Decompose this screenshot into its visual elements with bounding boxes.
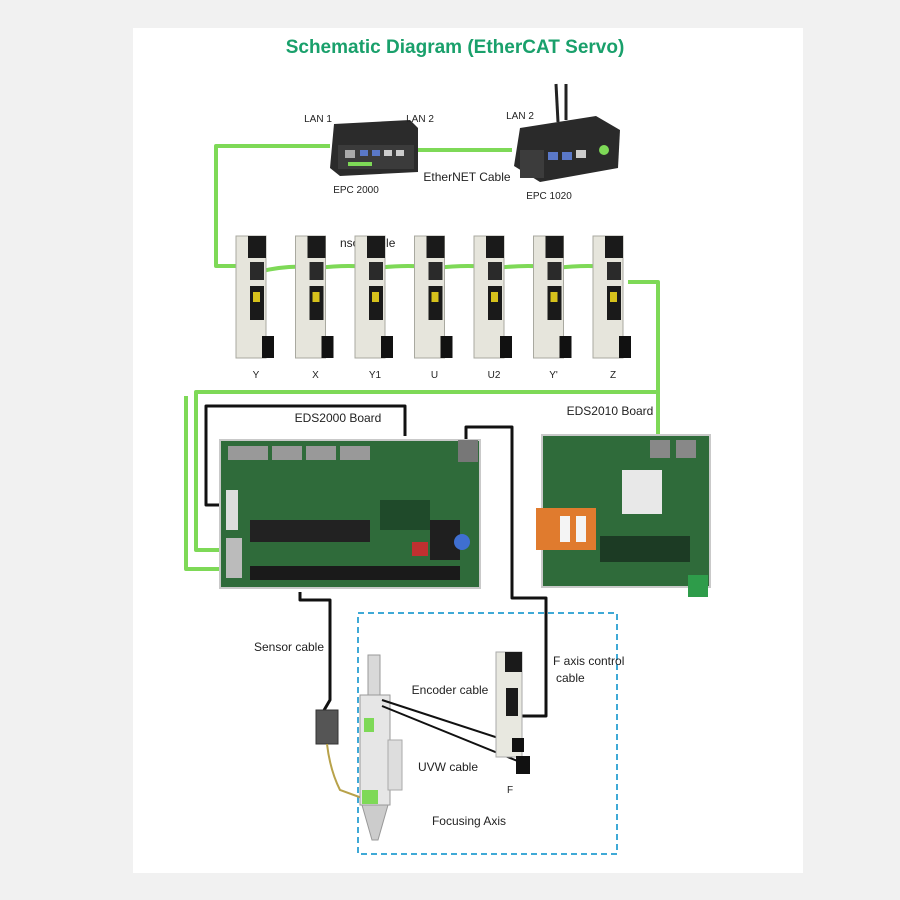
servo-drive: Y bbox=[235, 235, 274, 381]
epc2000-controller bbox=[330, 120, 418, 176]
servo-drive-label: X bbox=[312, 370, 319, 381]
servo-drive-row: Y X Y1 U U2 Y' Z bbox=[235, 235, 631, 381]
f-axis-control-cable bbox=[464, 425, 548, 718]
servo-drive: Z bbox=[592, 235, 631, 381]
diagram-title: Schematic Diagram (EtherCAT Servo) bbox=[286, 37, 625, 58]
servo-drive: Y' bbox=[533, 235, 572, 381]
servo-drive-label: Y1 bbox=[369, 370, 382, 381]
f-axis-control-cable-label-2: cable bbox=[556, 671, 585, 685]
servo-drive-f bbox=[495, 651, 530, 774]
epc1020-controller bbox=[514, 83, 620, 182]
servo-drive-label: Y' bbox=[549, 370, 558, 381]
ethercat-cable-epc-to-y bbox=[214, 144, 330, 268]
eds2010-label: EDS2010 Board bbox=[567, 404, 654, 418]
laser-cutting-head bbox=[359, 654, 403, 841]
servo-drive-label: U bbox=[431, 370, 438, 381]
servo-drive-label: Z bbox=[610, 370, 616, 381]
sensor-cable-label: Sensor cable bbox=[254, 640, 324, 654]
eds2010-board bbox=[536, 434, 711, 597]
sensor-amplifier bbox=[315, 709, 363, 799]
eds2000-label: EDS2000 Board bbox=[295, 411, 382, 425]
epc2000-lan1-label: LAN 1 bbox=[304, 114, 332, 125]
epc2000-lan2-label: LAN 2 bbox=[406, 114, 434, 125]
epc1020-lan2-label: LAN 2 bbox=[506, 111, 534, 122]
servo-drive: X bbox=[295, 235, 334, 381]
ethernet-cable-label: EtherNET Cable bbox=[423, 170, 510, 184]
servo-drive-label: U2 bbox=[488, 370, 501, 381]
servo-drive: U2 bbox=[473, 235, 512, 381]
uvw-cable-label: UVW cable bbox=[418, 760, 478, 774]
focusing-axis-label: Focusing Axis bbox=[432, 814, 506, 828]
epc2000-name: EPC 2000 bbox=[333, 185, 379, 196]
servo-drive-label: Y bbox=[253, 370, 260, 381]
ethercat-cable-eds2000-second bbox=[184, 396, 225, 571]
encoder-cable-label: Encoder cable bbox=[412, 683, 489, 697]
epc1020-name: EPC 1020 bbox=[526, 191, 572, 202]
signal-cables bbox=[204, 404, 548, 718]
sensor-cable-line bbox=[298, 592, 332, 713]
black-cable-board-loop bbox=[204, 404, 407, 507]
f-axis-control-cable-label-1: F axis control bbox=[553, 654, 624, 668]
servo-drive: U bbox=[414, 235, 453, 381]
eds2000-board bbox=[219, 439, 481, 589]
servo-drive: Y1 bbox=[354, 235, 393, 381]
ethercat-cable-z-to-eds2000 bbox=[194, 280, 660, 552]
servo-drive-f-label: F bbox=[507, 785, 513, 796]
